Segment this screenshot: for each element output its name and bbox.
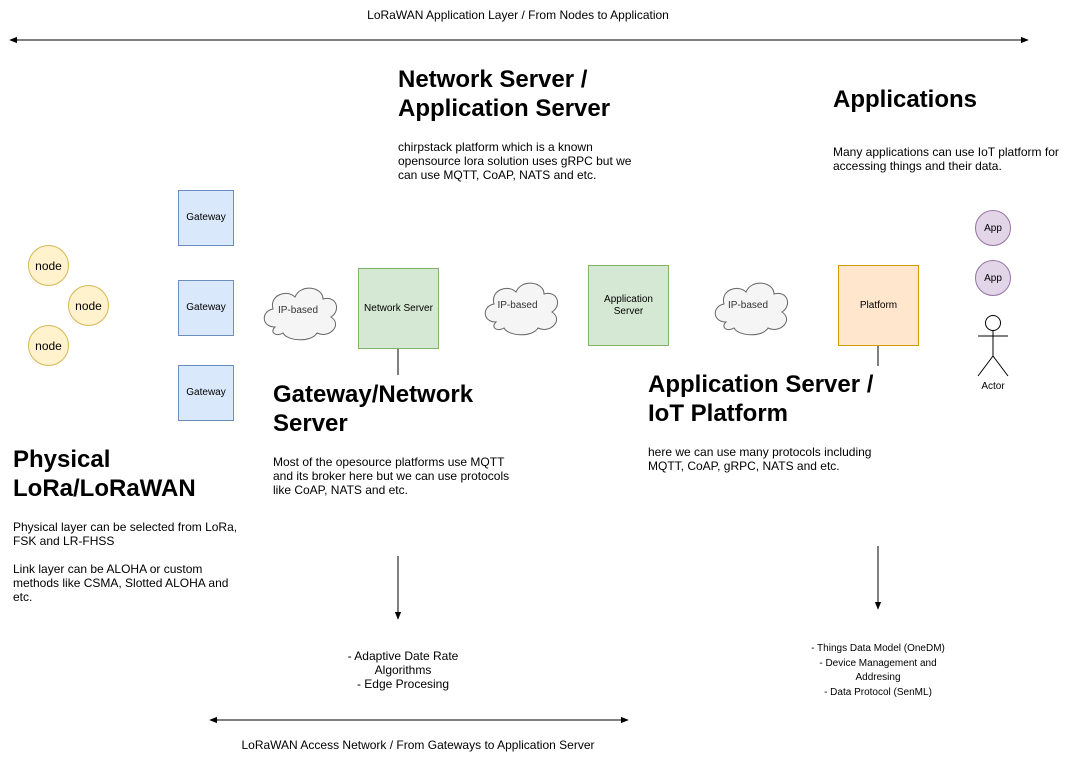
cloud-label-1: IP-based (277, 305, 319, 316)
network-application-desc: chirpstack platform which is a known ope… (398, 140, 632, 182)
appserver-iot-desc: here we can use many protocols including… (648, 445, 872, 473)
top-banner: LoRaWAN Application Layer / From Nodes t… (367, 8, 669, 22)
appserver-iot-title: Application Server / IoT Platform (648, 371, 874, 427)
app-1: App (975, 210, 1011, 246)
gateway-network-desc: Most of the opesource platforms use MQTT… (273, 455, 510, 497)
platform-box: Platform (838, 265, 919, 346)
network-application-title: Network Server / Application Server (398, 66, 611, 122)
app-2: App (975, 260, 1011, 296)
cloud-icon (714, 282, 789, 336)
network-server-box: Network Server (358, 268, 439, 349)
cloud-label-3: IP-based (727, 300, 769, 311)
actor-label: Actor (981, 381, 1005, 392)
bottom-banner: LoRaWAN Access Network / From Gateways t… (241, 738, 595, 752)
gateway-network-title: Gateway/Network Server (273, 381, 474, 437)
node-3: node (28, 325, 69, 366)
actor-icon (977, 315, 1009, 377)
gateway-3: Gateway (178, 365, 234, 421)
platform-features: - Things Data Model (OneDM) - Device Man… (811, 643, 945, 698)
applications-desc: Many applications can use IoT platform f… (833, 145, 1059, 173)
cloud-icon (484, 282, 559, 336)
gateway-2: Gateway (178, 280, 234, 336)
applications-title: Applications (833, 86, 978, 113)
physical-desc: Physical layer can be selected from LoRa… (13, 520, 238, 604)
application-server-box: Application Server (588, 265, 669, 346)
node-2: node (68, 285, 109, 326)
gateway-1: Gateway (178, 190, 234, 246)
node-1: node (28, 245, 69, 286)
cloud-icon (263, 287, 338, 341)
network-features: - Adaptive Date Rate Algorithms - Edge P… (347, 649, 459, 691)
physical-title: Physical LoRa/LoRaWAN (13, 446, 196, 502)
cloud-label-2: IP-based (497, 300, 538, 311)
